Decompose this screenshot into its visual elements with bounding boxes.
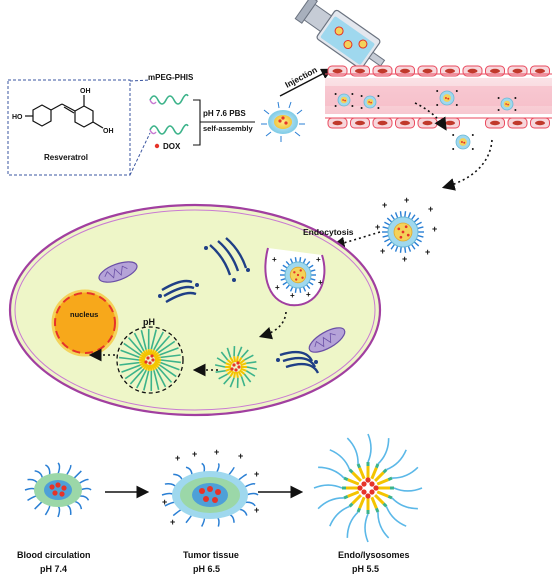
stage-endolysosome-micelle [313, 433, 423, 543]
stage-2-ph: pH 6.5 [193, 564, 220, 574]
dox-dot [154, 143, 160, 149]
resveratrol-structure: HO OH OH Resveratrol [7, 79, 131, 176]
svg-text:+: + [162, 497, 167, 507]
partially-disassembled-micelle [214, 346, 258, 388]
svg-text:+: + [275, 283, 280, 292]
endocytosis-label: Endocytosis [303, 227, 354, 237]
svg-text:+: + [290, 291, 295, 300]
svg-text:+: + [316, 255, 321, 264]
mitochondria [98, 261, 346, 353]
polymer-label: mPEG-PHIS [148, 73, 194, 82]
polymer-chain-2 [149, 123, 189, 135]
stage-1-ph: pH 7.4 [40, 564, 67, 574]
svg-text:+: + [214, 447, 219, 457]
dox-label: DOX [163, 142, 181, 151]
stage-3-name: Endo/lysosomes [338, 550, 410, 560]
svg-text:+: + [175, 453, 180, 463]
extracellular-micelle: + + + + + + + + [375, 195, 437, 264]
hydroxyl-label-bottom: OH [103, 128, 114, 135]
svg-text:+: + [380, 246, 385, 256]
svg-text:+: + [170, 517, 175, 527]
stage-2-name: Tumor tissue [183, 550, 239, 560]
endocytosed-micelle: + + + + + + [272, 255, 323, 300]
stage-1-name: Blood circulation [17, 550, 91, 560]
assembled-micelle [261, 101, 305, 142]
stage-3-ph: pH 5.5 [352, 564, 379, 574]
golgi-apparatus [161, 237, 320, 374]
svg-text:+: + [402, 254, 407, 264]
svg-text:+: + [254, 469, 259, 479]
disassembled-micelle [119, 329, 181, 391]
svg-text:+: + [306, 290, 311, 299]
circulating-micelles [334, 90, 517, 150]
buffer-label: pH 7.6 PBS [203, 109, 246, 118]
svg-text:+: + [432, 224, 437, 234]
hydroxyl-label-left: HO [12, 114, 23, 121]
molecule-name: Resveratrol [44, 153, 88, 162]
blood-vessel [325, 65, 552, 129]
stage-blood-circulation-micelle [24, 462, 92, 518]
injection-label: Injection [283, 65, 319, 90]
stage-labels: Blood circulation pH 7.4 Tumor tissue pH… [17, 550, 410, 574]
ph-label: pH [143, 317, 155, 327]
svg-text:+: + [382, 200, 387, 210]
stage-tumor-tissue-micelle: ++++++++ [161, 447, 259, 527]
svg-text:+: + [254, 505, 259, 515]
assembly-label: self-assembly [203, 124, 253, 133]
svg-text:+: + [375, 222, 380, 232]
polymer-chain-1 [149, 93, 189, 105]
ph-trigger-zone [116, 326, 184, 394]
svg-text:+: + [404, 195, 409, 205]
nucleus: nucleus [51, 289, 119, 357]
hydroxyl-label-top: OH [80, 88, 91, 95]
syringe-icon [294, 0, 386, 69]
svg-text:+: + [238, 451, 243, 461]
svg-text:+: + [272, 255, 277, 264]
svg-text:+: + [425, 247, 430, 257]
nucleus-label: nucleus [70, 310, 98, 319]
svg-text:+: + [192, 449, 197, 459]
tumor-cell [8, 203, 382, 417]
svg-text:+: + [318, 278, 323, 287]
svg-text:+: + [428, 204, 433, 214]
